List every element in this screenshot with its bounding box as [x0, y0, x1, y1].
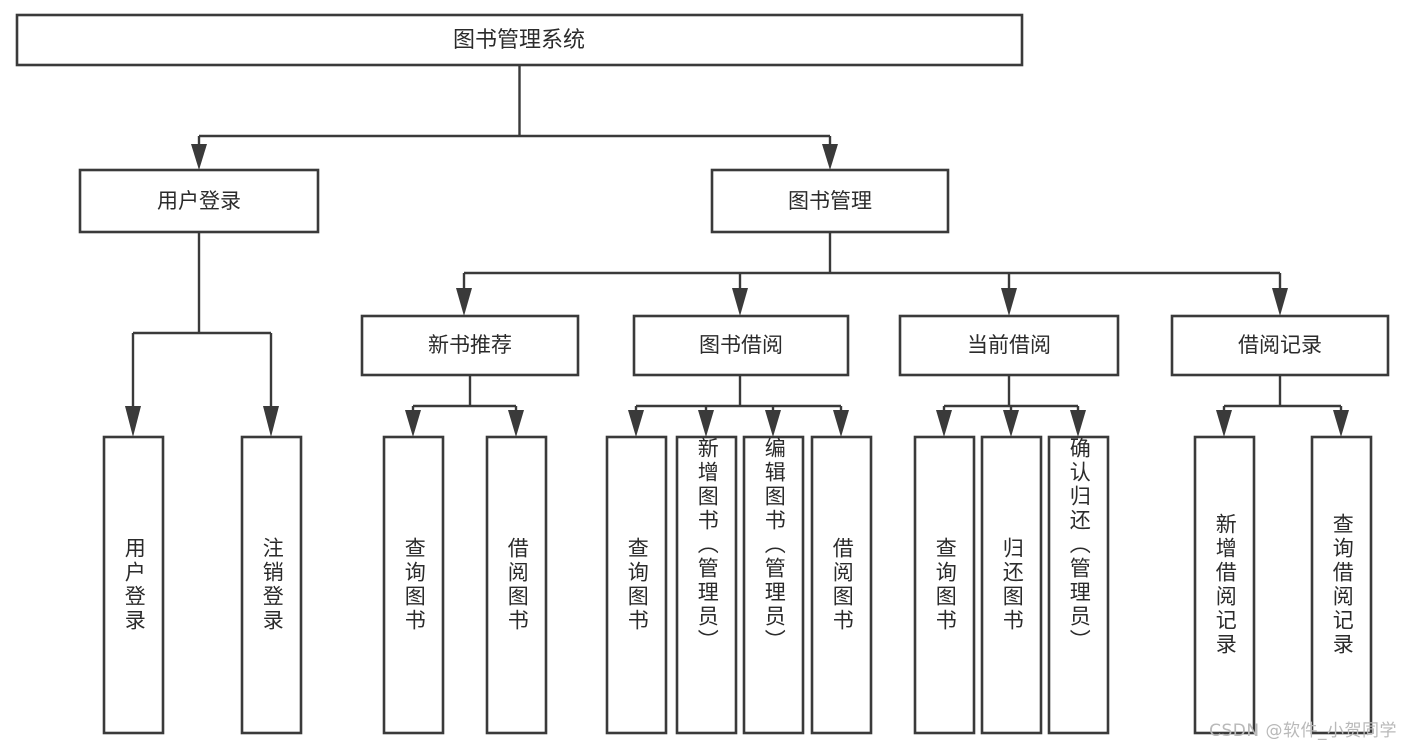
node-user-login[interactable] — [78, 168, 320, 234]
arrow-head-leaf-borrow-book-bb — [833, 410, 849, 437]
leaf-box-leaf-query-book-cb[interactable] — [913, 435, 976, 735]
arrow-head-new-book-rec — [456, 288, 472, 316]
leaf-box-leaf-edit-book[interactable] — [742, 435, 805, 735]
arrow-head-current-borrow — [1001, 288, 1017, 316]
node-book-manage-label: 图书管理 — [788, 189, 872, 213]
node-user-login-label: 用户登录 — [157, 189, 241, 213]
arrow-head-book-borrow — [732, 288, 748, 316]
node-root-label: 图书管理系统 — [453, 28, 585, 53]
leaf-box-leaf-add-book[interactable] — [675, 435, 738, 735]
leaf-box-leaf-query-book-bb[interactable] — [605, 435, 668, 735]
arrow-head-leaf-add-book — [698, 410, 714, 437]
arrow-head-leaf-confirm-return — [1070, 410, 1086, 437]
arrow-head-leaf-return-book — [1003, 410, 1019, 437]
node-book-borrow-label: 图书借阅 — [699, 333, 783, 357]
arrow-head-userlogin — [191, 144, 207, 170]
node-new-book-rec-label: 新书推荐 — [428, 333, 512, 357]
watermark-text: CSDN @软件_小贺同学 — [1209, 721, 1397, 741]
arrow-head-leaf-edit-book — [765, 410, 781, 437]
arrow-head-leaf-query-book-rec — [405, 410, 421, 437]
connector-group — [125, 65, 1349, 437]
arrow-head-bookmanage — [822, 144, 838, 170]
node-book-manage[interactable] — [710, 168, 950, 234]
node-current-borrow-label: 当前借阅 — [967, 333, 1051, 357]
arrow-head-leaf-user-login — [125, 406, 141, 437]
arrow-head-leaf-borrow-book-rec — [508, 410, 524, 437]
arrow-head-leaf-logout-login — [263, 406, 279, 437]
arrow-head-leaf-query-record — [1333, 410, 1349, 437]
leaf-box-leaf-query-record[interactable] — [1310, 435, 1373, 735]
leaf-box-leaf-borrow-book-bb[interactable] — [810, 435, 873, 735]
node-box-group: 图书管理系统 用户登录 图书管理 新书推荐 图书借阅 当前借阅 借阅记录 — [15, 13, 1390, 377]
node-borrow-record-label: 借阅记录 — [1238, 333, 1322, 357]
node-book-borrow[interactable] — [632, 314, 850, 377]
arrow-head-leaf-add-record — [1216, 410, 1232, 437]
arrow-head-leaf-query-book-bb — [628, 410, 644, 437]
leaf-box-leaf-user-login[interactable] — [102, 435, 165, 735]
leaf-box-leaf-confirm-return[interactable] — [1047, 435, 1110, 735]
arrow-head-leaf-query-book-cb — [936, 410, 952, 437]
leaf-box-leaf-return-book[interactable] — [980, 435, 1043, 735]
arrow-head-borrow-record — [1272, 288, 1288, 316]
leaf-box-group — [102, 435, 1373, 735]
leaf-box-leaf-add-record[interactable] — [1193, 435, 1256, 735]
leaf-box-leaf-query-book-rec[interactable] — [382, 435, 445, 735]
leaf-box-leaf-logout-login[interactable] — [240, 435, 303, 735]
node-new-book-rec[interactable] — [360, 314, 580, 377]
node-current-borrow[interactable] — [898, 314, 1120, 377]
node-root[interactable] — [15, 13, 1024, 67]
leaf-box-leaf-borrow-book-rec[interactable] — [485, 435, 548, 735]
node-borrow-record[interactable] — [1170, 314, 1390, 377]
